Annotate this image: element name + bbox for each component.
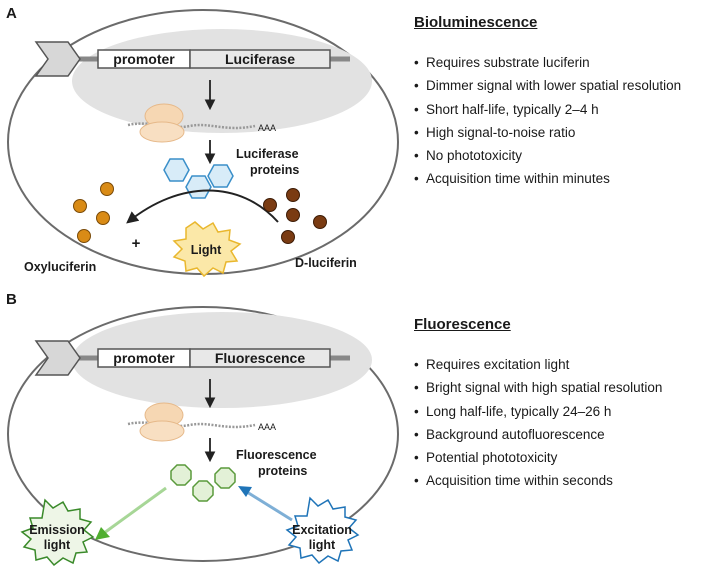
promoter-label-a: promoter — [113, 51, 175, 67]
emission-arrowhead — [95, 527, 110, 540]
nucleus-a — [72, 29, 372, 133]
d-luciferin-dot — [313, 215, 327, 229]
bioluminescence-summary: Bioluminescence •Requires substrate luci… — [414, 14, 681, 191]
panel-b: B promoter Fluorescence AAA Fluorescence… — [6, 291, 399, 567]
fluorescence-protein-2 — [192, 480, 214, 502]
list-item: •Background autofluorescence — [414, 426, 605, 442]
luciferase-proteins-label-2: proteins — [250, 163, 299, 177]
luciferase-protein-1 — [163, 158, 190, 182]
gene-construct-a: promoter Luciferase — [34, 41, 350, 77]
bioluminescence-list: •Requires substrate luciferin •Dimmer si… — [414, 51, 681, 191]
list-item: •Long half-life, typically 24–26 h — [414, 403, 612, 419]
reaction-arc-a — [126, 189, 279, 224]
list-item: •High signal-to-noise ratio — [414, 124, 576, 140]
fluorescence-proteins-label-1: Fluorescence — [236, 448, 317, 462]
gene-construct-b: promoter Fluorescence — [34, 340, 350, 376]
poly-a-tail-a: AAA — [258, 123, 276, 133]
luciferase-protein-3 — [207, 164, 234, 188]
excitation-label-2: light — [309, 538, 336, 552]
excitation-arrowhead — [238, 486, 252, 497]
list-item: •Acquisition time within minutes — [414, 171, 610, 187]
panel-a: A promoter Luciferase AAA Luciferase — [6, 5, 399, 278]
oxyluciferin-label: Oxyluciferin — [24, 260, 96, 274]
list-item: •Acquisition time within seconds — [414, 473, 613, 489]
list-item: •Potential phototoxicity — [414, 450, 558, 466]
oxyluciferin-dot — [77, 229, 91, 243]
mrna-ribosome-b: AAA — [127, 402, 276, 442]
list-item: •No phototoxicity — [414, 148, 523, 164]
panel-a-letter: A — [6, 5, 17, 22]
excitation-burst — [285, 496, 360, 565]
bioluminescence-title: Bioluminescence — [414, 14, 538, 31]
light-burst — [172, 221, 242, 278]
oxyluciferin-dot — [73, 199, 87, 213]
fluorescence-proteins — [170, 464, 236, 502]
light-label: Light — [191, 243, 222, 257]
fluorescence-gene-box — [189, 348, 331, 368]
fluorescence-title: Fluorescence — [414, 316, 511, 333]
enhancer-chevron-b — [34, 340, 81, 376]
oxyluciferin-dot — [100, 182, 114, 196]
oxyluciferin-molecules — [73, 182, 114, 243]
promoter-label-b: promoter — [113, 350, 175, 366]
panel-b-letter: B — [6, 291, 17, 308]
poly-a-tail-b: AAA — [258, 422, 276, 432]
list-item: •Bright signal with high spatial resolut… — [414, 380, 663, 396]
gene-label-a: Luciferase — [225, 51, 295, 67]
d-luciferin-dot — [286, 208, 300, 222]
oxyluciferin-dot — [96, 211, 110, 225]
cell-outline-b — [7, 306, 399, 562]
fluorescence-protein-3 — [214, 467, 236, 489]
luciferase-gene-box — [189, 49, 331, 69]
gene-label-b: Fluorescence — [215, 350, 305, 366]
list-item: •Short half-life, typically 2–4 h — [414, 101, 599, 117]
emission-burst — [20, 498, 95, 567]
ribosome-small-b — [139, 420, 185, 442]
fluorescence-list: •Requires excitation light •Bright signa… — [414, 353, 662, 493]
d-luciferin-molecules — [263, 188, 327, 244]
mrna-strand-b — [127, 421, 256, 429]
mrna-strand-a — [127, 122, 256, 130]
d-luciferin-dot — [286, 188, 300, 202]
mrna-ribosome-a: AAA — [127, 103, 276, 143]
d-luciferin-label: D-luciferin — [295, 256, 357, 270]
list-item: •Requires substrate luciferin — [414, 55, 590, 70]
fluorescence-protein-1 — [170, 464, 192, 486]
d-luciferin-dot — [263, 198, 277, 212]
plus-sign: + — [132, 235, 141, 252]
list-item: •Dimmer signal with lower spatial resolu… — [414, 78, 682, 94]
list-item: •Requires excitation light — [414, 357, 570, 372]
fluorescence-summary: Fluorescence •Requires excitation light … — [414, 316, 662, 493]
fluorescence-proteins-label-2: proteins — [258, 464, 307, 478]
excitation-label-1: Excitation — [292, 523, 352, 537]
emission-arrow — [103, 486, 167, 535]
luciferase-protein-2 — [185, 175, 212, 199]
d-luciferin-dot — [281, 230, 295, 244]
ribosome-small-a — [139, 121, 185, 143]
enhancer-chevron-a — [34, 41, 81, 77]
luciferase-proteins-label-1: Luciferase — [236, 147, 299, 161]
emission-label-2: light — [44, 538, 71, 552]
excitation-arrow — [246, 490, 293, 522]
emission-label-1: Emission — [29, 523, 85, 537]
